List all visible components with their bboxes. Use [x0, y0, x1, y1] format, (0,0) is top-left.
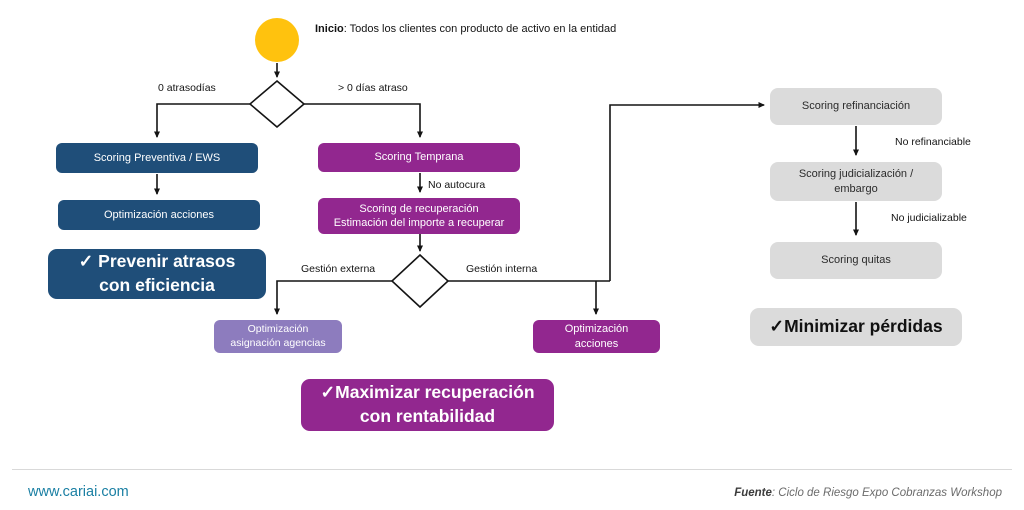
edge-label-no-refinanciable: No refinanciable: [895, 136, 971, 148]
node-optimizacion-agencias: Optimización asignación agencias: [214, 320, 342, 353]
start-label-rest: : Todos los clientes con producto de act…: [343, 23, 617, 35]
edge-decision1-right: [304, 103, 423, 138]
edge-label-gestion-externa: Gestión externa: [301, 263, 376, 275]
node-scoring-judicializacion: Scoring judicialización / embargo: [770, 162, 942, 201]
edge-decision2-left: [274, 280, 392, 315]
node-prevenir-atrasos: ✓ Prevenir atrasos con eficiencia: [48, 249, 266, 299]
source-credit-rest: : Ciclo de Riesgo Expo Cobranzas Worksho…: [771, 487, 1002, 499]
edge-decision1-left: [154, 103, 251, 138]
edge-label-gestion-interna: Gestión interna: [466, 263, 538, 275]
start-node-circle: [255, 18, 299, 62]
website-link[interactable]: www.cariai.com: [28, 484, 129, 500]
edge-label-no-autocura: No autocura: [428, 179, 486, 191]
node-scoring-quitas: Scoring quitas: [770, 242, 942, 279]
node-scoring-preventiva: Scoring Preventiva / EWS: [56, 143, 258, 173]
edge-label-zero-days: 0 atrasodías: [158, 82, 216, 94]
node-optimizacion-acciones-purple: Optimización acciones: [533, 320, 660, 353]
start-label: Inicio: Todos los clientes con producto …: [315, 23, 616, 35]
start-label-bold: Inicio: [315, 23, 344, 35]
edge-label-gt-zero-days: > 0 días atraso: [338, 82, 408, 94]
node-maximizar-recuperacion: ✓Maximizar recuperación con rentabilidad: [301, 379, 554, 431]
edge-to-refinanciacion: [609, 102, 765, 281]
node-scoring-temprana: Scoring Temprana: [318, 143, 520, 172]
source-credit: Fuente: Ciclo de Riesgo Expo Cobranzas W…: [734, 487, 1002, 499]
node-scoring-recuperacion: Scoring de recuperación Estimación del i…: [318, 198, 520, 234]
node-minimizar-perdidas: ✓Minimizar pérdidas: [750, 308, 962, 346]
footer-divider: [12, 469, 1012, 470]
node-optimizacion-acciones-blue: Optimización acciones: [58, 200, 260, 230]
node-scoring-refinanciacion: Scoring refinanciación: [770, 88, 942, 125]
decision2-diamond: [390, 253, 450, 309]
edge-label-no-judicializable: No judicializable: [891, 212, 967, 224]
source-credit-bold: Fuente: [734, 487, 772, 499]
decision1-diamond: [248, 79, 306, 129]
